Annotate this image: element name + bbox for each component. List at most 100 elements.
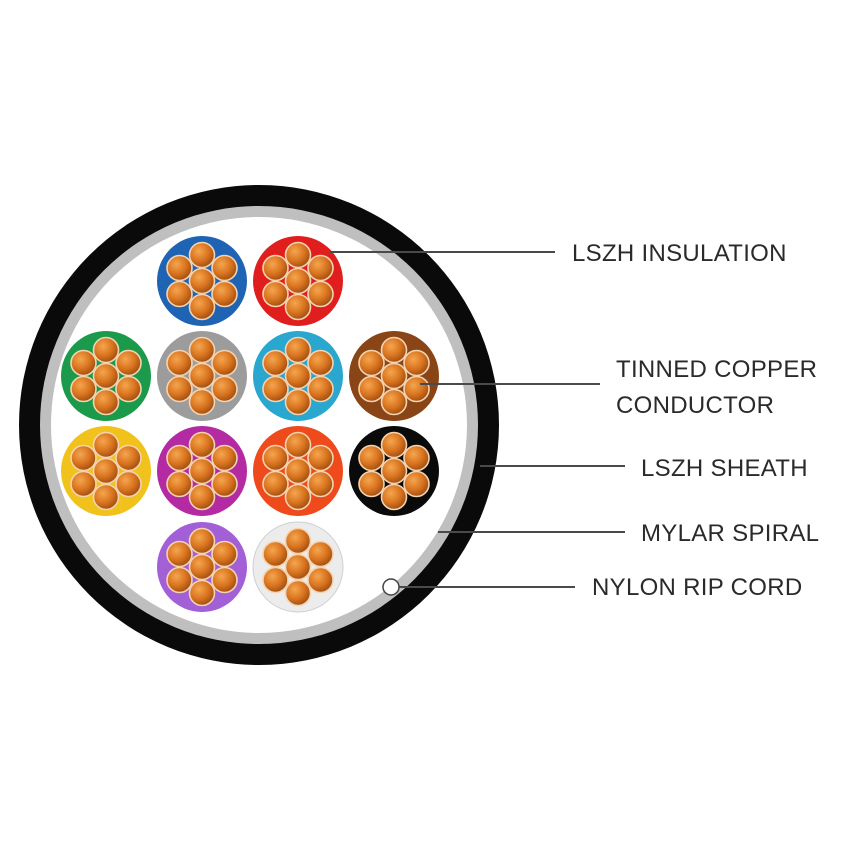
copper-strand bbox=[262, 470, 289, 498]
copper-strand bbox=[188, 483, 216, 511]
copper-strand bbox=[166, 566, 193, 594]
copper-strand bbox=[380, 388, 408, 416]
copper-strand bbox=[307, 566, 334, 594]
copper-strand bbox=[284, 388, 312, 416]
copper-strand bbox=[307, 540, 334, 568]
copper-strand bbox=[166, 470, 193, 498]
copper-strand bbox=[115, 444, 142, 472]
copper-strand bbox=[92, 336, 120, 364]
copper-strand bbox=[284, 293, 312, 321]
copper-strand bbox=[262, 280, 289, 308]
label-nylon-rip-cord: NYLON RIP CORD bbox=[592, 574, 803, 601]
copper-strand bbox=[211, 375, 238, 403]
copper-strand bbox=[358, 444, 385, 472]
copper-strand bbox=[92, 457, 120, 485]
copper-strand bbox=[307, 349, 334, 377]
leader-lines-group bbox=[330, 251, 625, 588]
copper-strand bbox=[403, 375, 430, 403]
core-red bbox=[253, 236, 343, 326]
copper-strand bbox=[380, 336, 408, 364]
cores-group bbox=[61, 236, 439, 613]
copper-strand bbox=[380, 457, 408, 485]
copper-strand bbox=[188, 336, 216, 364]
copper-strand bbox=[380, 431, 408, 459]
nylon-rip-cord bbox=[382, 578, 400, 596]
label-lszh-sheath: LSZH SHEATH bbox=[641, 455, 808, 482]
copper-strand bbox=[92, 431, 120, 459]
copper-strand bbox=[70, 444, 97, 472]
core-brown bbox=[349, 331, 439, 421]
copper-strand bbox=[262, 444, 289, 472]
copper-strand bbox=[307, 375, 334, 403]
label-mylar-spiral: MYLAR SPIRAL bbox=[641, 520, 820, 547]
copper-strand bbox=[284, 457, 312, 485]
copper-strand bbox=[115, 349, 142, 377]
copper-strand bbox=[358, 470, 385, 498]
copper-strand bbox=[188, 362, 216, 390]
copper-strand bbox=[262, 254, 289, 282]
copper-strand bbox=[262, 375, 289, 403]
copper-strand bbox=[307, 280, 334, 308]
copper-strand bbox=[188, 293, 216, 321]
copper-strand bbox=[307, 254, 334, 282]
copper-strand bbox=[211, 280, 238, 308]
copper-strand bbox=[166, 375, 193, 403]
filler bbox=[51, 217, 467, 633]
copper-strand bbox=[166, 349, 193, 377]
copper-strand bbox=[188, 527, 216, 555]
core-black bbox=[349, 426, 439, 516]
copper-strand bbox=[211, 254, 238, 282]
copper-strand bbox=[403, 470, 430, 498]
copper-strand bbox=[115, 470, 142, 498]
copper-strand bbox=[358, 375, 385, 403]
copper-strand bbox=[211, 540, 238, 568]
copper-strand bbox=[211, 349, 238, 377]
copper-strand bbox=[166, 254, 193, 282]
core-magenta bbox=[157, 426, 247, 516]
copper-strand bbox=[358, 349, 385, 377]
copper-strand bbox=[92, 362, 120, 390]
label-conductor-line2: CONDUCTOR bbox=[616, 392, 775, 419]
core-white bbox=[252, 521, 344, 613]
copper-strand bbox=[262, 540, 289, 568]
copper-strand bbox=[70, 349, 97, 377]
copper-strand bbox=[284, 241, 312, 269]
copper-strand bbox=[70, 470, 97, 498]
copper-strand bbox=[92, 483, 120, 511]
core-yellow bbox=[61, 426, 151, 516]
copper-strand bbox=[284, 483, 312, 511]
copper-strand bbox=[307, 470, 334, 498]
label-tinned-copper-conductor: TINNED COPPER CONDUCTOR bbox=[616, 352, 817, 424]
label-lszh-insulation: LSZH INSULATION bbox=[572, 240, 787, 267]
copper-strand bbox=[211, 470, 238, 498]
label-conductor-line1: TINNED COPPER bbox=[616, 356, 818, 383]
copper-strand bbox=[166, 540, 193, 568]
copper-strand bbox=[115, 375, 142, 403]
copper-strand bbox=[188, 388, 216, 416]
copper-strand bbox=[188, 553, 216, 581]
core-green bbox=[61, 331, 151, 421]
copper-strand bbox=[284, 579, 312, 607]
copper-strand bbox=[284, 336, 312, 364]
copper-strand bbox=[380, 483, 408, 511]
copper-strand bbox=[284, 431, 312, 459]
copper-strand bbox=[188, 457, 216, 485]
copper-strand bbox=[307, 444, 334, 472]
copper-strand bbox=[188, 431, 216, 459]
copper-strand bbox=[284, 527, 312, 555]
copper-strand bbox=[70, 375, 97, 403]
core-blue bbox=[157, 236, 247, 326]
copper-strand bbox=[211, 566, 238, 594]
copper-strand bbox=[284, 553, 312, 581]
copper-strand bbox=[403, 444, 430, 472]
copper-strand bbox=[284, 362, 312, 390]
copper-strand bbox=[188, 267, 216, 295]
core-cyan bbox=[253, 331, 343, 421]
copper-strand bbox=[262, 349, 289, 377]
copper-strand bbox=[188, 579, 216, 607]
copper-strand bbox=[211, 444, 238, 472]
copper-strand bbox=[262, 566, 289, 594]
core-grey bbox=[157, 331, 247, 421]
